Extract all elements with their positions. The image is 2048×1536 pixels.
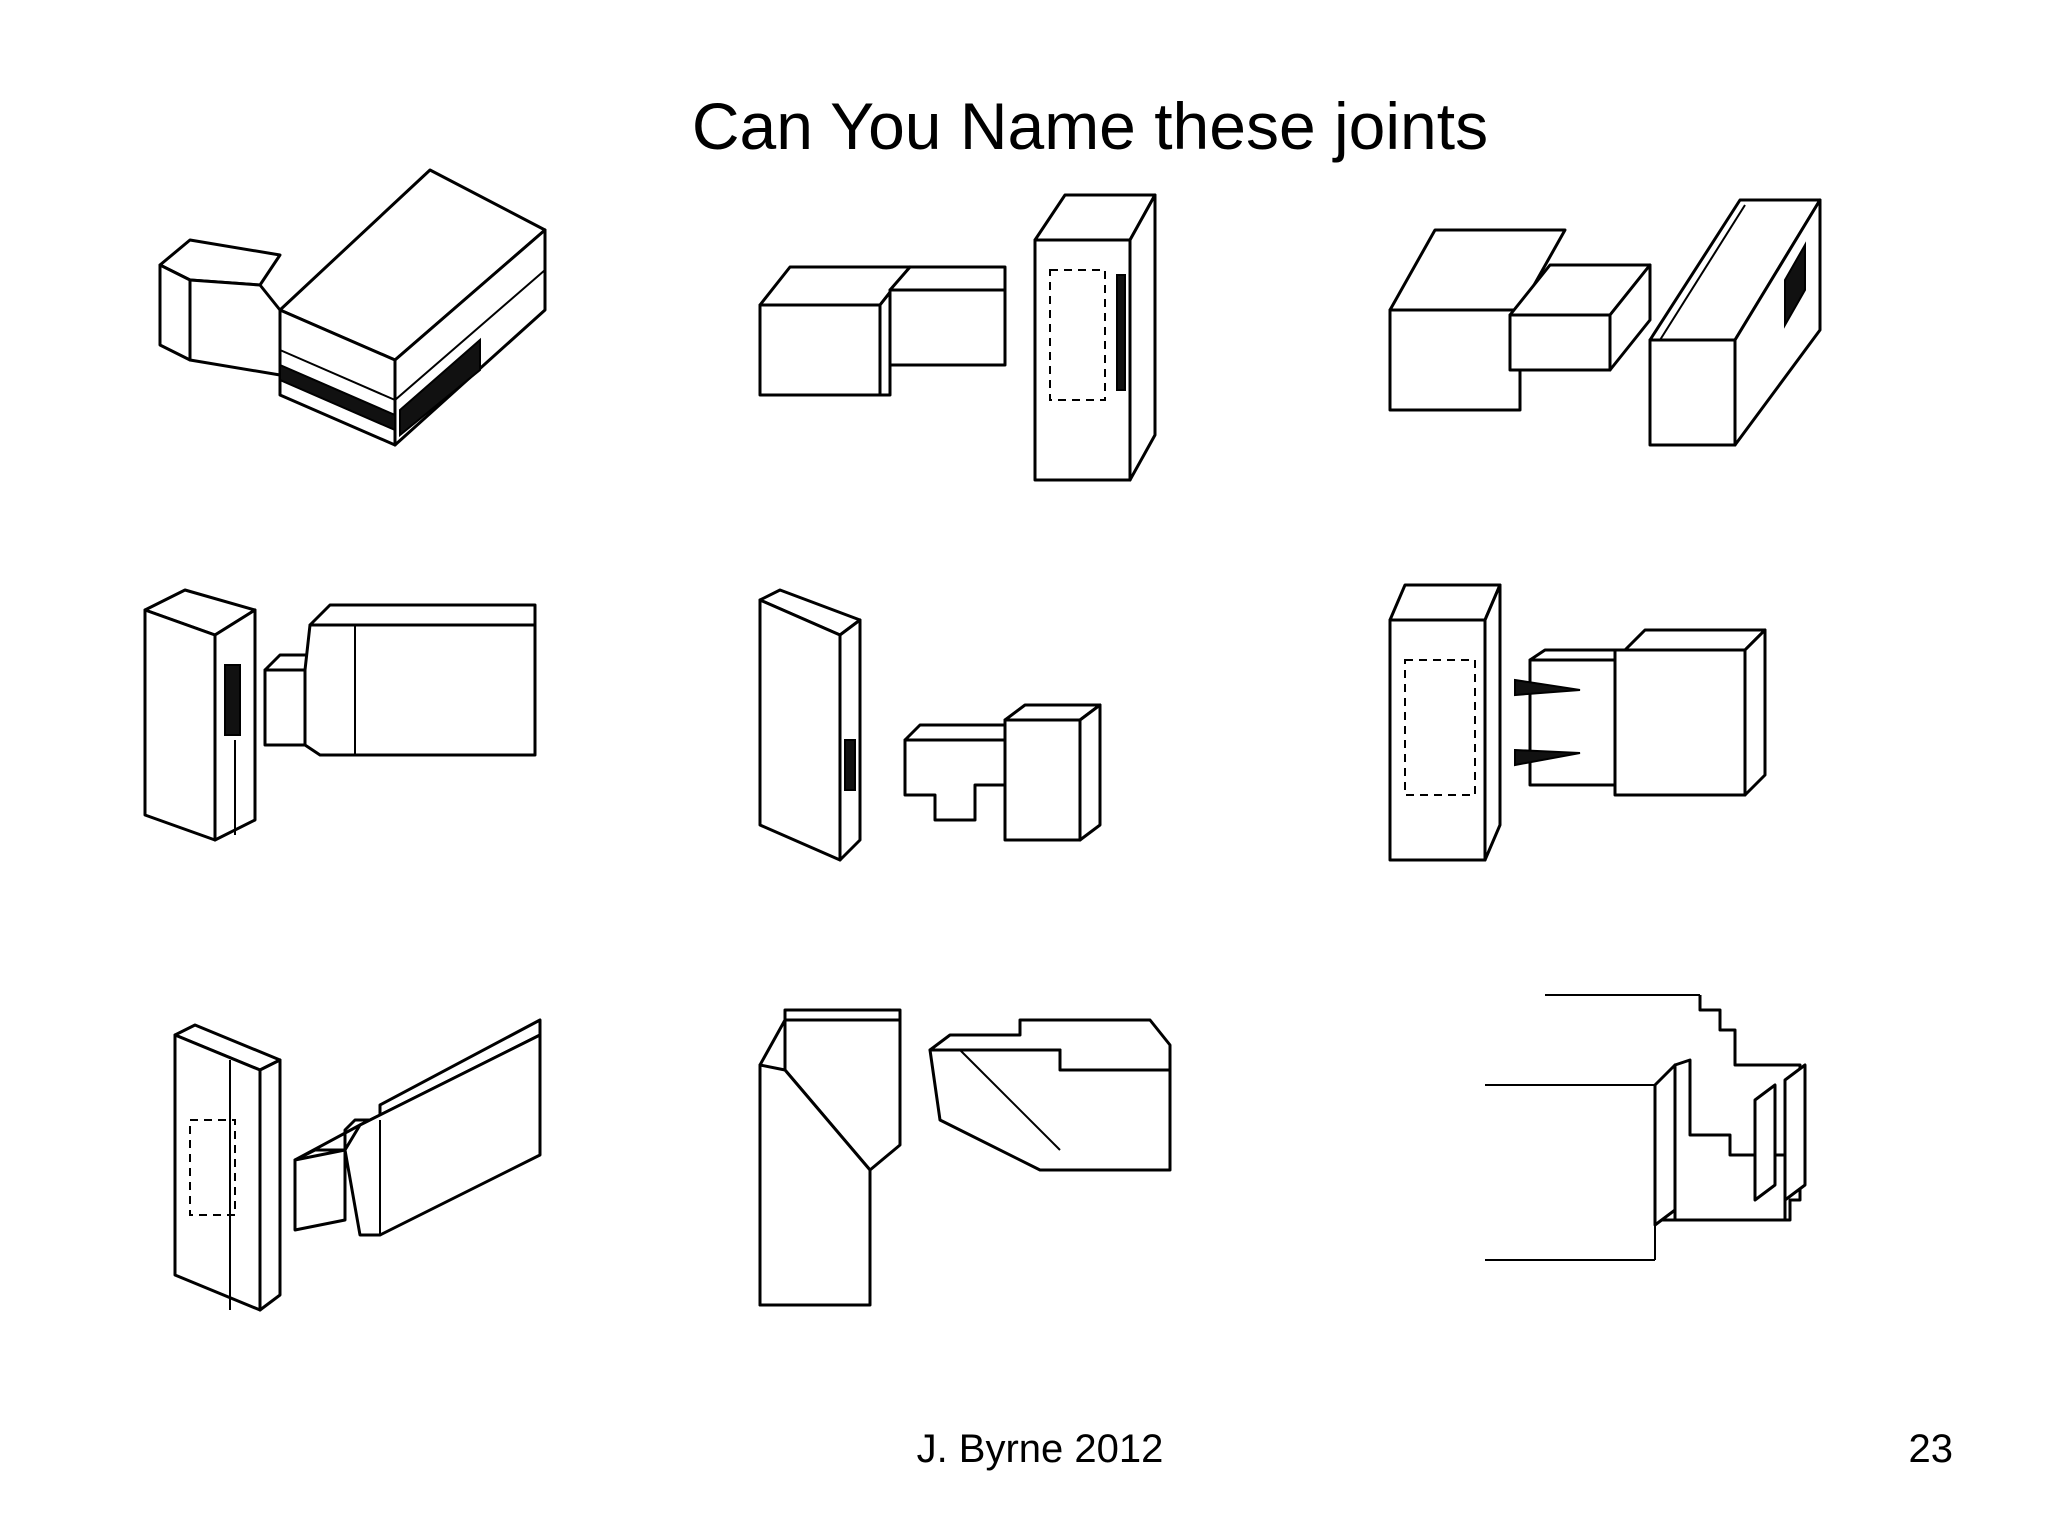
joint-6-rail (1515, 630, 1765, 795)
joint-drawing-3 (1390, 200, 1830, 450)
slide-footer: J. Byrne 2012 (916, 1427, 1164, 1471)
joint-8-stile (760, 1010, 900, 1305)
joint-3-rail (1390, 230, 1650, 410)
joint-drawing-2 (760, 195, 1160, 485)
joint-9-boards (1485, 995, 1805, 1260)
joint-drawing-5 (760, 590, 1110, 865)
joint-drawing-9 (1485, 990, 1825, 1280)
joint-8-rail (930, 1020, 1170, 1170)
joint-5-rail (905, 705, 1100, 840)
joint-drawing-6 (1390, 585, 1770, 865)
joint-2-tenon-rail (760, 267, 1005, 395)
joint-4-rail (265, 605, 535, 755)
joint-6-stile (1390, 585, 1500, 860)
joint-3-stile (1650, 200, 1820, 445)
joint-drawing-1 (150, 170, 550, 460)
joint-drawing-7 (170, 1010, 550, 1320)
page-number: 23 (1908, 1427, 1954, 1471)
joint-drawing-4 (145, 590, 545, 850)
slide-title: Can You Name these joints (691, 89, 1489, 163)
joint-5-stile (760, 590, 860, 860)
joint-drawing-8 (760, 1010, 1190, 1310)
joint-7-rail (295, 1020, 540, 1235)
joint-2-mortise-post (1035, 195, 1155, 480)
joint-4-stile (145, 590, 255, 840)
joint-1-side-board (160, 240, 280, 375)
joint-1-top-board (280, 170, 545, 445)
joint-7-stile (175, 1025, 280, 1310)
